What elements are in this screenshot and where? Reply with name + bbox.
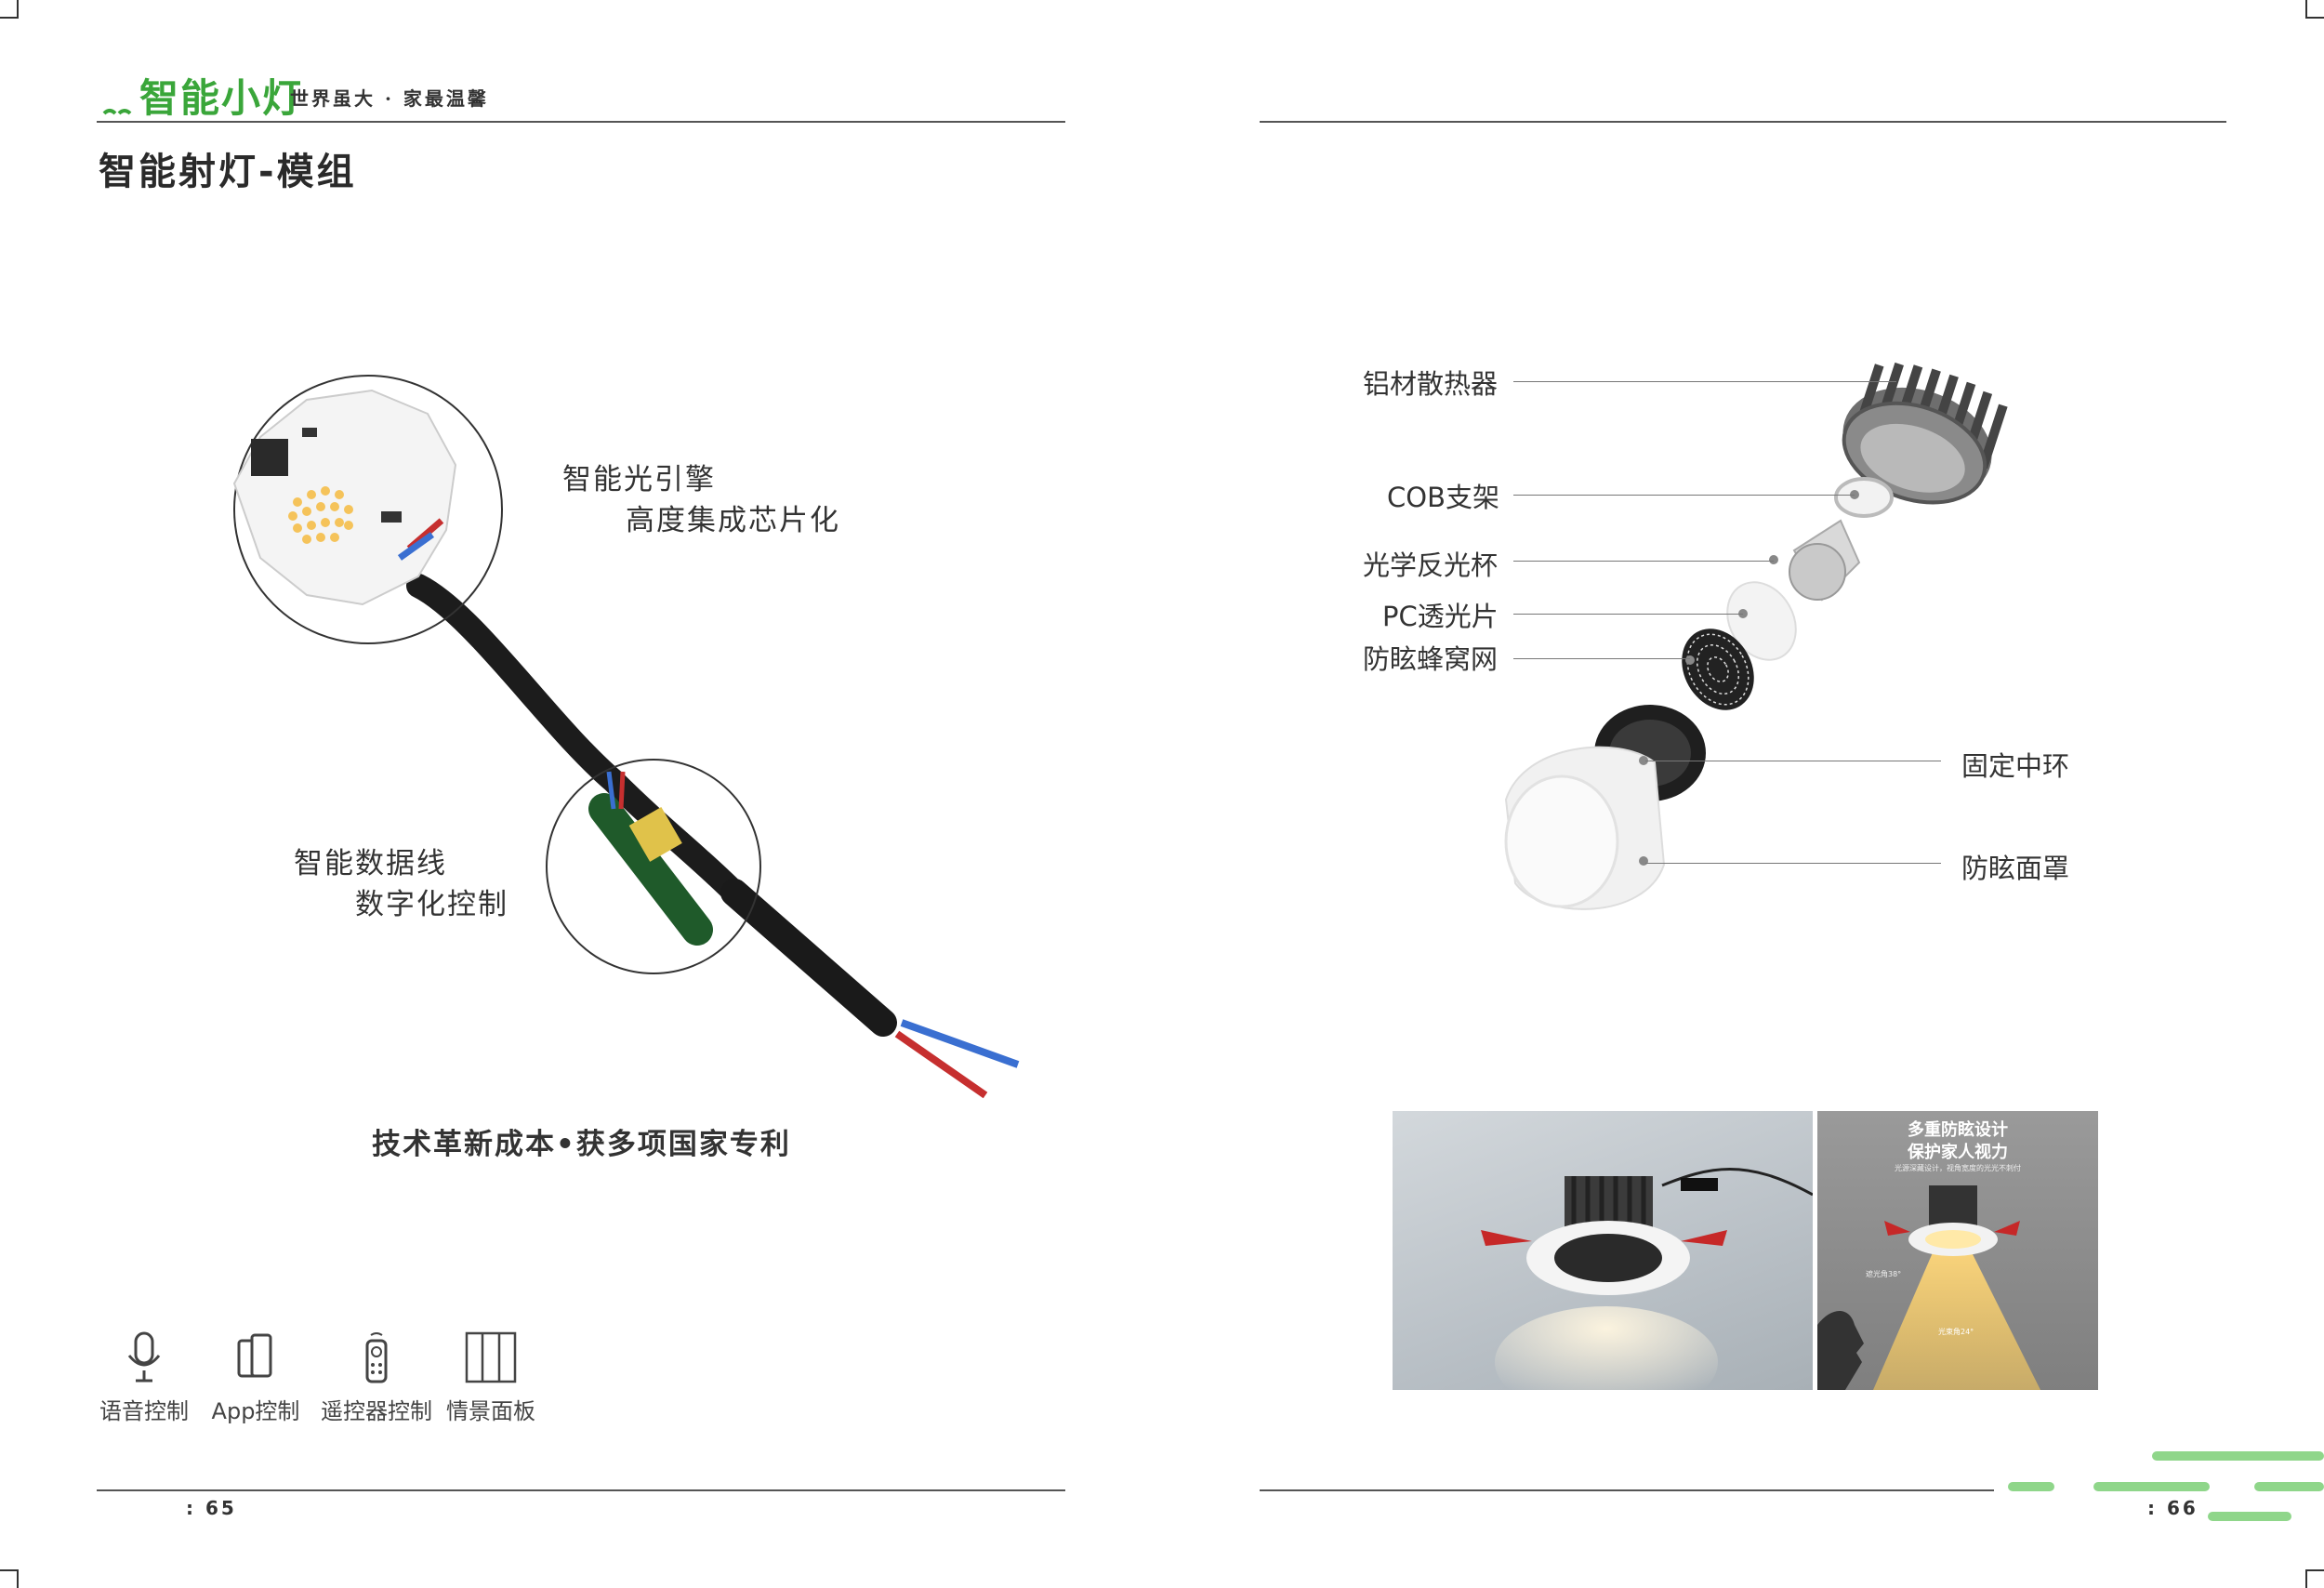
crop-mark-top-right	[2305, 0, 2324, 19]
part-label-heatsink: 铝材散热器	[1363, 368, 1499, 400]
control-remote-label: 遥控器控制	[321, 1398, 432, 1424]
leader-reflector	[1513, 561, 1774, 562]
part-label-face-cover: 防眩面罩	[1961, 853, 2070, 884]
leader-face-cover	[1645, 863, 1941, 864]
feature2-line2: 数字化控制	[355, 888, 508, 921]
decor-stripe-3	[2093, 1482, 2210, 1491]
crop-mark-top-left	[0, 0, 19, 19]
phone-icon	[237, 1333, 272, 1378]
part-label-cob-bracket: COB支架	[1387, 482, 1499, 513]
header-rule-left	[97, 121, 1065, 123]
part-label-pc-lens: PC透光片	[1382, 601, 1499, 632]
leader-pc-lens	[1513, 614, 1743, 615]
part-label-reflector: 光学反光杯	[1363, 549, 1499, 581]
feature2-line1: 智能数据线	[294, 847, 447, 880]
feature1-line2: 高度集成芯片化	[626, 504, 840, 537]
control-scene-panel-label: 情景面板	[446, 1398, 535, 1424]
module-illustration	[232, 375, 1020, 1099]
footer-rule-right	[1260, 1489, 1994, 1491]
photo2-title-line1: 多重防眩设计	[1908, 1120, 2008, 1140]
header-rule-right	[1260, 121, 2226, 123]
leader-heatsink	[1513, 381, 1896, 382]
part-label-middle-ring: 固定中环	[1961, 750, 2070, 782]
brand-slogan: 世界虽大 · 家最温馨	[290, 87, 489, 110]
photo2-angle2: 光束角24°	[1938, 1328, 1974, 1336]
control-voice: 语音控制	[98, 1330, 191, 1425]
footer-rule-left	[97, 1489, 1065, 1491]
leader-cob-bracket	[1513, 495, 1855, 496]
scene-panel-icon	[465, 1331, 517, 1383]
remote-icon	[365, 1332, 388, 1383]
leader-honeycomb	[1513, 658, 1690, 659]
crop-mark-bottom-right	[2305, 1569, 2324, 1588]
microphone-icon	[127, 1331, 161, 1383]
control-scene-panel: 情景面板	[444, 1330, 537, 1425]
page-title: 智能射灯-模组	[99, 151, 357, 193]
decor-stripe-4	[2254, 1482, 2324, 1491]
brand-logo: 智能小灯	[139, 75, 304, 121]
photo2-title-line2: 保护家人视力	[1908, 1143, 2008, 1162]
control-remote: 遥控器控制	[316, 1330, 437, 1425]
crop-mark-bottom-left	[0, 1569, 19, 1588]
photo2-caption: 光源深藏设计，视角宽度的光光不刺付	[1895, 1164, 2021, 1172]
product-photo-lit	[1393, 1111, 1813, 1390]
feature1-line1: 智能光引擎	[562, 463, 716, 496]
decor-stripe-2	[2008, 1482, 2054, 1491]
product-photo-antiglare: 多重防眩设计 保护家人视力 光源深藏设计，视角宽度的光光不刺付 遮光角38° 光…	[1817, 1111, 2098, 1390]
exploded-view-illustration	[1504, 362, 2008, 910]
decor-stripe-5	[2208, 1512, 2291, 1521]
photo2-angle1: 遮光角38°	[1866, 1270, 1902, 1278]
wifi-logo-icon	[102, 109, 132, 115]
control-voice-label: 语音控制	[99, 1398, 189, 1424]
page-number-right: : 66	[2147, 1497, 2199, 1519]
decor-stripe-1	[2152, 1451, 2324, 1461]
part-label-honeycomb: 防眩蜂窝网	[1363, 643, 1499, 675]
tagline: 技术革新成本•获多项国家专利	[372, 1128, 791, 1161]
page-number-left: : 65	[186, 1497, 237, 1519]
control-app: App控制	[209, 1330, 302, 1425]
control-app-label: App控制	[211, 1398, 300, 1424]
